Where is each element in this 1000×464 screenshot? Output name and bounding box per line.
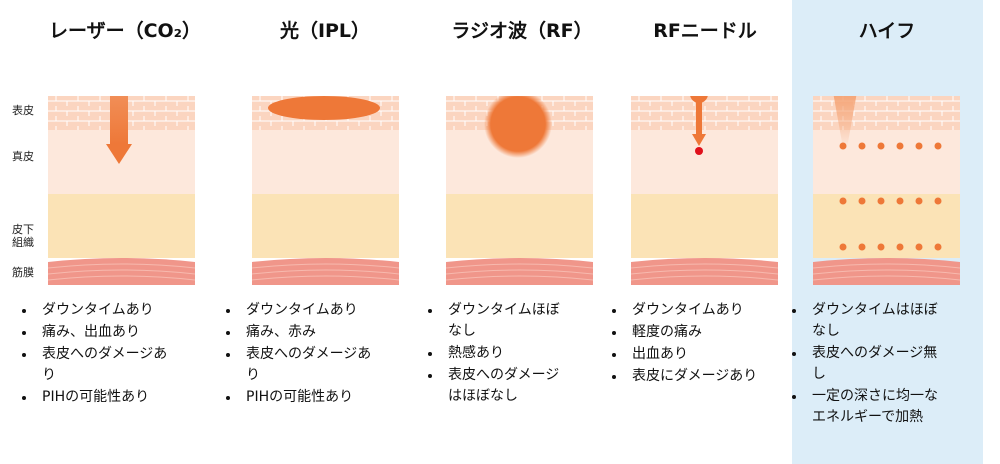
bullet-item: 痛み、出血あり bbox=[36, 322, 178, 343]
bullet-item: 表皮へのダメージはほぼなし bbox=[442, 365, 566, 407]
bullets-rf: ダウンタイムほぼなし 熱感あり 表皮へのダメージはほぼなし bbox=[414, 300, 584, 408]
bullet-item: ダウンタイムあり bbox=[626, 300, 768, 321]
title-rf: ラジオ波（RF） bbox=[451, 20, 593, 42]
layer-label-fascia: 筋膜 bbox=[12, 266, 34, 279]
bullet-item: 表皮へのダメージあり bbox=[240, 344, 381, 386]
title-laser: レーザー（CO₂） bbox=[48, 20, 202, 42]
hifu-focal-points-row-3 bbox=[839, 243, 942, 251]
bullet-item: 表皮へのダメージ無し bbox=[806, 343, 940, 385]
bullets-rf-needle: ダウンタイムあり 軽度の痛み 出血あり 表皮にダメージあり bbox=[598, 300, 768, 388]
bullet-item: 表皮にダメージあり bbox=[626, 366, 767, 387]
laser-arrow-head bbox=[106, 144, 132, 164]
bullet-item: 表皮へのダメージあり bbox=[36, 344, 177, 386]
hifu-focal-points-row-2 bbox=[839, 197, 942, 205]
ipl-heat-zone bbox=[268, 96, 380, 120]
bullet-item: 痛み、赤み bbox=[240, 322, 382, 343]
title-rf-needle: RFニードル bbox=[653, 20, 757, 42]
bullet-item: 一定の深さに均一なエネルギーで加熱 bbox=[806, 386, 940, 428]
skin-diagram-hifu bbox=[813, 96, 960, 285]
layer-label-epidermis: 表皮 bbox=[12, 104, 34, 117]
title-ipl: 光（IPL） bbox=[279, 20, 371, 42]
needle-shaft bbox=[696, 96, 702, 136]
layer-label-subcutis: 皮下組織 bbox=[12, 223, 34, 249]
laser-beam bbox=[110, 96, 128, 144]
needle-tip-point bbox=[695, 147, 703, 155]
bullets-ipl: ダウンタイムあり 痛み、赤み 表皮へのダメージあり PIHの可能性あり bbox=[212, 300, 382, 409]
layer-label-dermis: 真皮 bbox=[12, 150, 34, 163]
bullet-item: 軽度の痛み bbox=[626, 322, 768, 343]
bullet-item: 出血あり bbox=[626, 344, 768, 365]
bullet-item: ダウンタイムあり bbox=[36, 300, 178, 321]
bullet-item: 熱感あり bbox=[442, 343, 584, 364]
bullets-laser: ダウンタイムあり 痛み、出血あり 表皮へのダメージあり PIHの可能性あり bbox=[8, 300, 178, 409]
skin-diagram-rf-needle bbox=[631, 96, 778, 285]
bullets-hifu: ダウンタイムはほぼなし 表皮へのダメージ無し 一定の深さに均一なエネルギーで加熱 bbox=[778, 300, 978, 429]
title-hifu: ハイフ bbox=[858, 20, 916, 42]
bullet-item: ダウンタイムほぼなし bbox=[442, 300, 566, 342]
bullet-item: ダウンタイムはほぼなし bbox=[806, 300, 940, 342]
rf-heat-zone bbox=[484, 96, 552, 158]
bullet-item: ダウンタイムあり bbox=[240, 300, 382, 321]
layer-subcutis bbox=[48, 194, 195, 258]
hifu-focal-points-row-1 bbox=[839, 142, 942, 150]
skin-diagram-laser bbox=[48, 96, 195, 285]
bullet-item: PIHの可能性あり bbox=[36, 387, 178, 408]
skin-diagram-rf bbox=[446, 96, 593, 285]
skin-diagram-ipl bbox=[252, 96, 399, 285]
bullet-item: PIHの可能性あり bbox=[240, 387, 382, 408]
hifu-transducer-beam bbox=[833, 96, 857, 148]
